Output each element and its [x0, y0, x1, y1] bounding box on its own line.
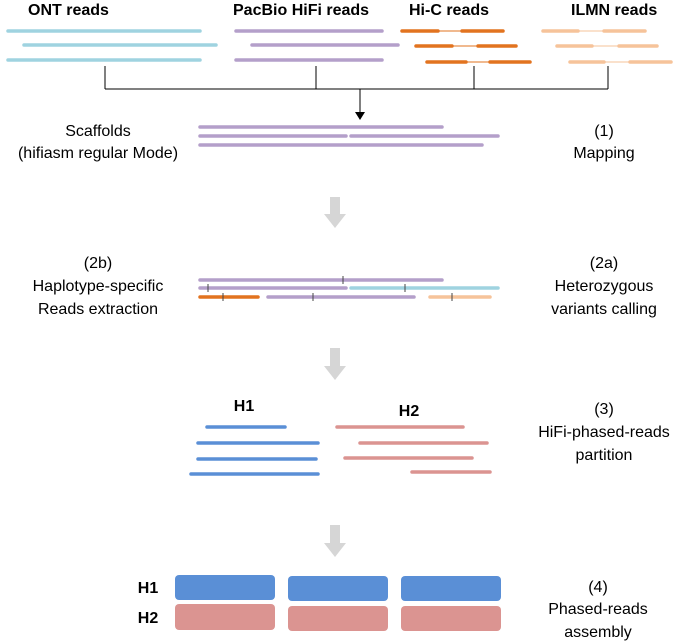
- h1-contig: [401, 576, 501, 601]
- step3-number: (3): [594, 401, 614, 418]
- step1-number: (1): [594, 123, 614, 140]
- hic-reads-title: Hi-C reads: [409, 2, 489, 19]
- h1-contig: [288, 576, 388, 601]
- step2b-label-line2: Reads extraction: [38, 301, 158, 318]
- step2b-number: (2b): [84, 255, 112, 272]
- merge-connector: [104, 66, 609, 114]
- h2-contig: [175, 604, 275, 630]
- step4-label-line2: assembly: [564, 624, 632, 641]
- hifi-reads: [234, 29, 400, 62]
- down-arrow-icon: [324, 348, 346, 380]
- step3-label-line2: partition: [576, 447, 633, 464]
- step4-number: (4): [588, 579, 608, 596]
- down-arrow-icon: [324, 197, 346, 228]
- h1-reads: [189, 425, 320, 476]
- down-arrow-icon: [324, 525, 346, 557]
- step4-label-line1: Phased-reads: [548, 601, 648, 618]
- variant-markers: [207, 276, 453, 301]
- scaffold-lines: [198, 125, 500, 147]
- h2-contig: [401, 606, 501, 631]
- h1-contig: [175, 575, 275, 600]
- h2-label: H2: [399, 403, 420, 420]
- step2b-label-line1: Haplotype-specific: [33, 278, 164, 295]
- hic-reads: [400, 29, 532, 64]
- h2-contigs: [175, 604, 501, 631]
- step2a-label-line2: variants calling: [551, 301, 657, 318]
- scaffolds-label: Scaffolds: [65, 123, 131, 140]
- scaffolds-mode-label: (hifiasm regular Mode): [18, 145, 178, 162]
- ont-reads: [6, 29, 218, 62]
- ilmn-reads: [541, 29, 673, 64]
- merge-arrowhead: [355, 112, 365, 120]
- step2a-number: (2a): [590, 255, 618, 272]
- step3-label-line1: HiFi-phased-reads: [538, 424, 670, 441]
- ont-reads-title: ONT reads: [28, 2, 109, 19]
- step2a-label-line1: Heterozygous: [555, 278, 654, 295]
- ilmn-reads-title: ILMN reads: [571, 2, 657, 19]
- h2-reads: [335, 425, 492, 474]
- h1-contigs: [175, 575, 501, 601]
- h2-assembly-label: H2: [138, 610, 159, 627]
- h1-label: H1: [234, 398, 255, 415]
- hifi-reads-title: PacBio HiFi reads: [233, 2, 369, 19]
- h2-contig: [288, 606, 388, 631]
- mapped-reads: [198, 278, 500, 299]
- h1-assembly-label: H1: [138, 580, 159, 597]
- step1-label: Mapping: [573, 145, 634, 162]
